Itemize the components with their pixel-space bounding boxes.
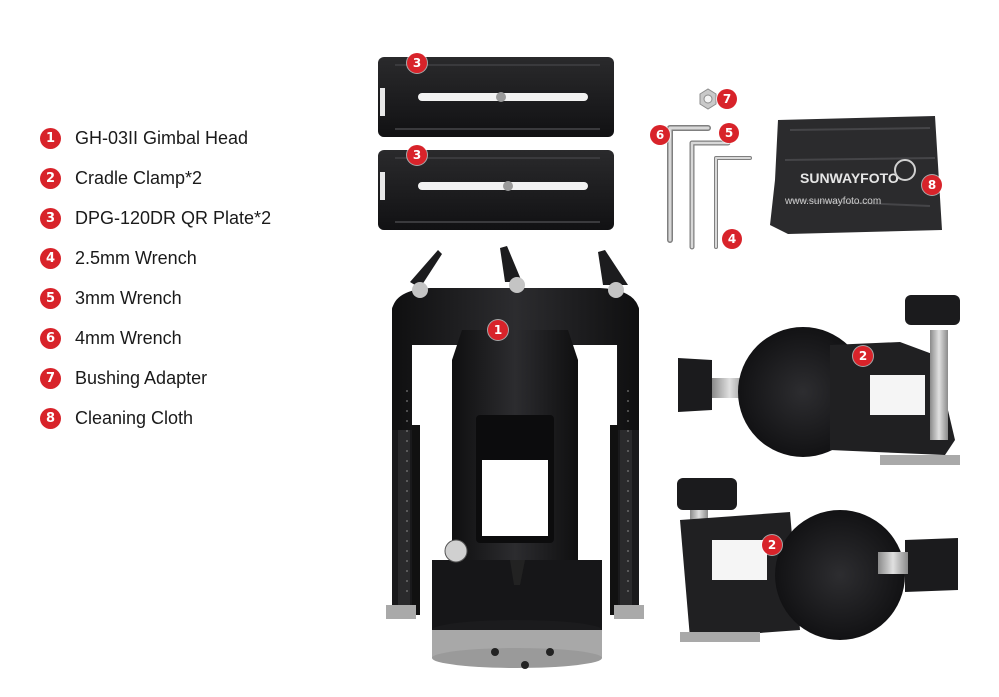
callout-2b: 2 bbox=[762, 535, 782, 555]
callout-4: 4 bbox=[722, 229, 742, 249]
legend-label-6: 4mm Wrench bbox=[75, 327, 182, 348]
qr-plate-bottom bbox=[378, 150, 614, 230]
legend-item-3: 3 DPG-120DR QR Plate*2 bbox=[40, 198, 271, 238]
legend-item-2: 2 Cradle Clamp*2 bbox=[40, 158, 271, 198]
parts-legend: 1 GH-03II Gimbal Head 2 Cradle Clamp*2 3 DP… bbox=[40, 118, 271, 438]
gimbal-head bbox=[386, 246, 644, 669]
legend-label-3: DPG-120DR QR Plate*2 bbox=[75, 207, 272, 228]
legend-label-4: 2.5mm Wrench bbox=[75, 247, 197, 268]
legend-item-1: 1 GH-03II Gimbal Head bbox=[40, 118, 271, 158]
legend-badge-2: 2 bbox=[40, 167, 61, 189]
legend-badge-7: 7 bbox=[40, 367, 61, 389]
legend-label-5: 3mm Wrench bbox=[75, 287, 182, 308]
legend-badge-1: 1 bbox=[40, 127, 61, 149]
legend-item-4: 4 2.5mm Wrench bbox=[40, 238, 271, 278]
legend-label-7: Bushing Adapter bbox=[75, 367, 208, 388]
legend-item-8: 8 Cleaning Cloth bbox=[40, 398, 271, 438]
legend-label-2: Cradle Clamp*2 bbox=[75, 167, 203, 188]
hex-wrenches bbox=[667, 125, 752, 250]
callout-6: 6 bbox=[650, 125, 670, 145]
cradle-clamp-top bbox=[678, 295, 960, 465]
callout-5: 5 bbox=[719, 123, 739, 143]
legend-label-1: GH-03II Gimbal Head bbox=[75, 127, 249, 148]
legend-badge-6: 6 bbox=[40, 327, 61, 349]
qr-plate-top bbox=[378, 57, 614, 137]
legend-item-6: 6 4mm Wrench bbox=[40, 318, 271, 358]
legend-item-7: 7 Bushing Adapter bbox=[40, 358, 271, 398]
legend-badge-8: 8 bbox=[40, 407, 61, 429]
legend-item-5: 5 3mm Wrench bbox=[40, 278, 271, 318]
cleaning-cloth: SUNWAYFOTO www.sunwayfoto.com bbox=[770, 116, 942, 234]
cradle-clamp-bottom bbox=[677, 478, 958, 642]
bushing-adapter bbox=[699, 88, 717, 110]
callout-8: 8 bbox=[922, 175, 942, 195]
callout-1: 1 bbox=[488, 320, 508, 340]
cloth-brand: SUNWAYFOTO bbox=[800, 170, 899, 186]
legend-badge-4: 4 bbox=[40, 247, 61, 269]
legend-label-8: Cleaning Cloth bbox=[75, 407, 194, 428]
cloth-url: www.sunwayfoto.com bbox=[784, 196, 881, 207]
callout-2a: 2 bbox=[853, 346, 873, 366]
legend-badge-3: 3 bbox=[40, 207, 61, 229]
callout-7: 7 bbox=[717, 89, 737, 109]
callout-3a: 3 bbox=[407, 53, 427, 73]
legend-badge-5: 5 bbox=[40, 287, 61, 309]
callout-3b: 3 bbox=[407, 145, 427, 165]
